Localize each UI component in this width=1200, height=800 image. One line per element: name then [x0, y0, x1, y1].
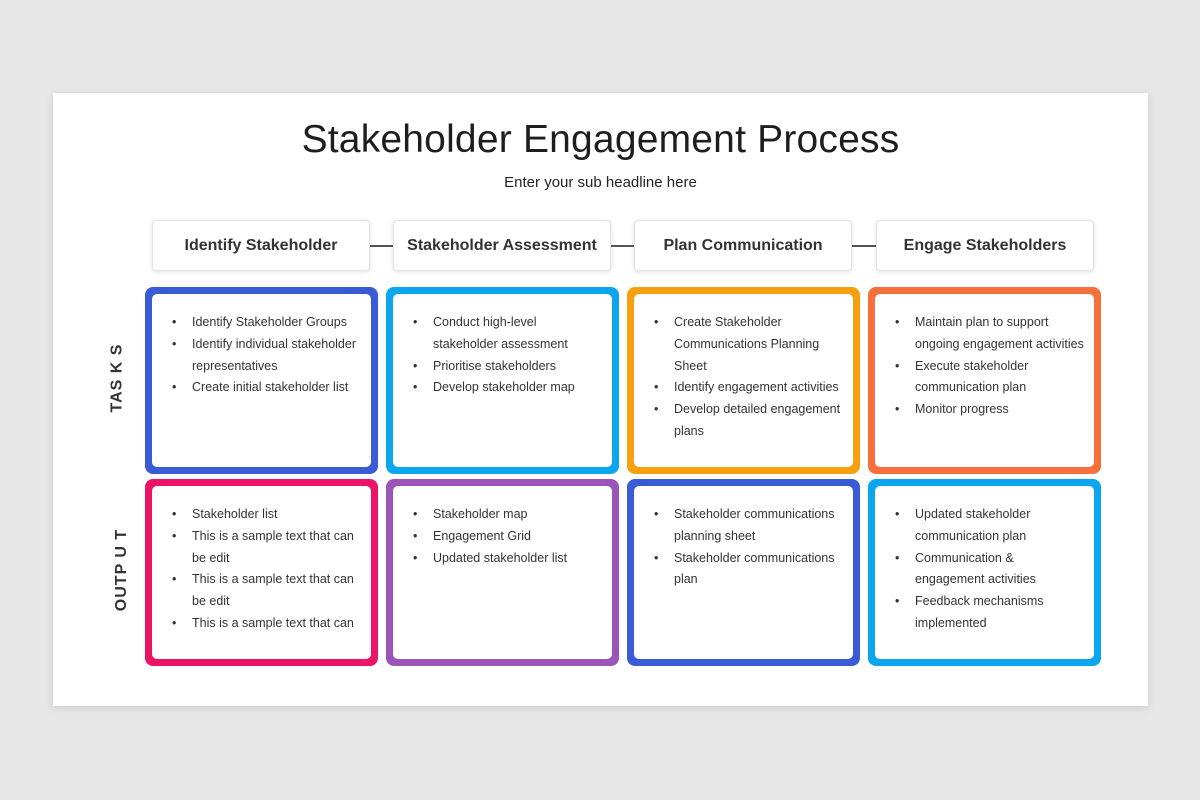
row-label-output: OUTP U T — [113, 528, 131, 612]
connector-line — [610, 245, 635, 247]
list-item: Develop stakeholder map — [413, 377, 602, 399]
stage-label: Identify Stakeholder — [184, 236, 338, 254]
list-item: Updated stakeholder list — [413, 548, 602, 570]
list-item: Stakeholder list — [172, 504, 361, 526]
list-item: Identify engagement activities — [654, 377, 843, 399]
list-item: Stakeholder communications plan — [654, 548, 843, 592]
stage-plan-communication: Plan Communication — [634, 220, 852, 271]
output-card-engage: Updated stakeholder communication plan C… — [868, 479, 1101, 666]
stage-identify-stakeholder: Identify Stakeholder — [152, 220, 370, 271]
tasks-card-assessment: Conduct high-level stakeholder assessmen… — [386, 287, 619, 474]
stage-engage-stakeholders: Engage Stakeholders — [876, 220, 1094, 271]
list-item: Identify individual stakeholder represen… — [172, 334, 361, 378]
list-item: Create Stakeholder Communications Planni… — [654, 312, 843, 377]
output-card-plan: Stakeholder communications planning shee… — [627, 479, 860, 666]
tasks-card-plan: Create Stakeholder Communications Planni… — [627, 287, 860, 474]
list-item: Prioritise stakeholders — [413, 356, 602, 378]
page-subtitle: Enter your sub headline here — [504, 174, 697, 191]
list-item: Updated stakeholder communication plan — [895, 504, 1084, 548]
list-item: This is a sample text that can be edit — [172, 526, 361, 570]
tasks-card-identify: Identify Stakeholder Groups Identify ind… — [145, 287, 378, 474]
list-item: Feedback mechanisms implemented — [895, 591, 1084, 635]
list-item: Communication & engagement activities — [895, 548, 1084, 592]
output-card-identify: Stakeholder list This is a sample text t… — [145, 479, 378, 666]
list-item: Monitor progress — [895, 399, 1084, 421]
list-item: Develop detailed engagement plans — [654, 399, 843, 443]
page-title: Stakeholder Engagement Process — [301, 118, 900, 161]
list-item: Create initial stakeholder list — [172, 377, 361, 399]
output-card-assessment: Stakeholder map Engagement Grid Updated … — [386, 479, 619, 666]
list-item: Engagement Grid — [413, 526, 602, 548]
list-item: Stakeholder communications planning shee… — [654, 504, 843, 548]
stage-label: Plan Communication — [663, 236, 823, 254]
tasks-card-engage: Maintain plan to support ongoing engagem… — [868, 287, 1101, 474]
list-item: This is a sample text that can — [172, 613, 361, 635]
stage-stakeholder-assessment: Stakeholder Assessment — [393, 220, 611, 271]
list-item: Execute stakeholder communication plan — [895, 356, 1084, 400]
slide: Stakeholder Engagement Process Enter you… — [53, 93, 1148, 706]
list-item: Identify Stakeholder Groups — [172, 312, 361, 334]
connector-line — [851, 245, 876, 247]
list-item: Stakeholder map — [413, 504, 602, 526]
connector-line — [369, 245, 394, 247]
stage-label: Engage Stakeholders — [903, 236, 1067, 254]
list-item: This is a sample text that can be edit — [172, 569, 361, 613]
list-item: Maintain plan to support ongoing engagem… — [895, 312, 1084, 356]
row-label-tasks: TAS K S — [108, 343, 126, 413]
stage-label: Stakeholder Assessment — [407, 236, 597, 254]
list-item: Conduct high-level stakeholder assessmen… — [413, 312, 602, 356]
